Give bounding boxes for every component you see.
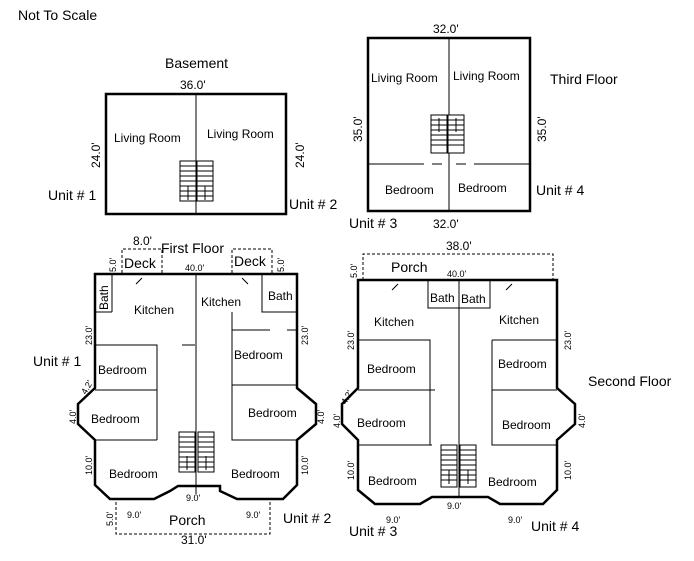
second-interior-walls <box>358 280 557 446</box>
basement-unit-right: Unit # 2 <box>289 196 337 212</box>
basement-depth-dim-left: 24.0' <box>89 142 103 168</box>
second-lower-dim-left: 10.0' <box>346 460 356 480</box>
basement-stairs <box>179 160 214 202</box>
second-bedroom-3: Bedroom <box>357 416 406 430</box>
second-side-dim-left: 23.0' <box>346 330 356 350</box>
first-bedroom-5: Bedroom <box>109 467 158 481</box>
first-lower-dim-right: 10.0' <box>300 455 310 475</box>
second-kitchen-left: Kitchen <box>374 315 414 329</box>
second-bottom-side-dim-left: 9.0' <box>386 515 401 525</box>
second-porch: Porch <box>391 259 428 275</box>
second-unit-left: Unit # 3 <box>349 523 397 539</box>
first-deck-width-dim: 8.0' <box>133 234 152 248</box>
first-floor-plan: 8.0' First Floor Deck Deck 5.0' 5.0' 40.… <box>33 234 331 547</box>
first-floor-outline <box>76 272 318 501</box>
first-porch-depth-dim: 5.0' <box>105 511 115 526</box>
first-deck-right: Deck <box>234 253 267 269</box>
third-width-dim-bottom: 32.0' <box>433 217 459 231</box>
basement-plan: Basement 36.0' Living Room Living Room 2… <box>48 55 337 216</box>
first-lower-dim-left: 10.0' <box>84 455 94 475</box>
second-bath-right: Bath <box>461 292 486 306</box>
second-floor-outline <box>340 278 577 506</box>
second-bedroom-6: Bedroom <box>488 475 537 489</box>
first-bedroom-3: Bedroom <box>91 412 140 426</box>
basement-width-dim: 36.0' <box>180 78 206 92</box>
third-room-right: Living Room <box>453 69 520 83</box>
second-width-dim: 40.0' <box>447 269 467 279</box>
third-stairs <box>430 114 465 154</box>
third-floor-plan: 32.0' Living Room Living Room Bedroom Be… <box>349 22 618 231</box>
first-deck-depth-dim-left: 5.0' <box>108 257 118 272</box>
third-depth-dim-right: 35.0' <box>535 116 549 142</box>
first-bay-dim-right: 4.0' <box>316 409 326 424</box>
first-porch-side-dim-left: 9.0' <box>127 510 142 520</box>
basement-room-left: Living Room <box>114 131 181 145</box>
basement-title: Basement <box>165 55 228 71</box>
second-lower-dim-right: 10.0' <box>563 460 573 480</box>
second-bay-dim-left: 4.0' <box>332 413 342 428</box>
second-kitchen-right: Kitchen <box>499 313 539 327</box>
first-entry-dim: 9.0' <box>186 493 201 503</box>
first-bay-angle-dim: 4.2' <box>79 378 95 396</box>
basement-depth-dim-right: 24.0' <box>293 142 307 168</box>
first-deck-depth-dim-right: 5.0' <box>276 257 286 272</box>
second-porch-outline <box>362 253 554 280</box>
second-porch-depth-dim: 5.0' <box>349 263 359 278</box>
first-porch: Porch <box>169 512 206 528</box>
first-porch-outline <box>115 502 271 535</box>
first-interior-walls <box>95 274 297 441</box>
first-stairs <box>178 431 215 473</box>
first-doors <box>111 274 249 312</box>
third-width-dim-top: 32.0' <box>433 22 459 36</box>
second-bottom-center-dim: 9.0' <box>447 501 462 511</box>
second-unit-right: Unit # 4 <box>531 518 579 534</box>
third-unit-right: Unit # 4 <box>536 182 584 198</box>
first-bedroom-2: Bedroom <box>234 348 283 362</box>
second-bedroom-1: Bedroom <box>367 362 416 376</box>
second-porch-width-dim: 38.0' <box>446 239 472 253</box>
first-bath-right: Bath <box>268 289 293 303</box>
third-bedroom-left: Bedroom <box>385 183 434 197</box>
first-kitchen-left: Kitchen <box>134 303 174 317</box>
first-kitchen-right: Kitchen <box>201 295 241 309</box>
first-deck-left: Deck <box>124 255 157 271</box>
second-bedroom-2: Bedroom <box>498 357 547 371</box>
first-floor-title: First Floor <box>161 240 224 256</box>
second-doors <box>391 283 513 291</box>
second-stairs <box>440 444 477 488</box>
second-bedroom-5: Bedroom <box>368 474 417 488</box>
first-bedroom-6: Bedroom <box>231 467 280 481</box>
first-bedroom-1: Bedroom <box>98 363 147 377</box>
first-bedroom-4: Bedroom <box>248 406 297 420</box>
first-unit-right: Unit # 2 <box>283 510 331 526</box>
first-porch-side-dim-right: 9.0' <box>246 510 261 520</box>
second-bath-left: Bath <box>430 291 455 305</box>
first-side-dim-right: 23.0' <box>300 325 310 345</box>
first-width-dim: 40.0' <box>185 263 205 273</box>
second-floor-title: Second Floor <box>588 373 672 389</box>
first-porch-width-dim: 31.0' <box>181 533 207 547</box>
first-deck-outlines <box>121 248 273 273</box>
second-side-dim-right: 23.0' <box>563 330 573 350</box>
first-bay-dim-left: 4.0' <box>68 409 78 424</box>
second-bottom-side-dim-right: 9.0' <box>508 515 523 525</box>
third-room-left: Living Room <box>371 71 438 85</box>
third-unit-left: Unit # 3 <box>349 215 397 231</box>
second-bay-angle-dim: 4.2' <box>339 388 355 406</box>
basement-unit-left: Unit # 1 <box>48 187 96 203</box>
basement-room-right: Living Room <box>207 127 274 141</box>
third-bedroom-right: Bedroom <box>458 181 507 195</box>
second-floor-plan: 38.0' 5.0' Porch 40.0' Bath Bath Kitchen… <box>332 239 672 539</box>
third-depth-dim-left: 35.0' <box>351 116 365 142</box>
first-side-dim-left: 23.0' <box>84 325 94 345</box>
third-floor-title: Third Floor <box>550 71 618 87</box>
second-bedroom-4: Bedroom <box>502 418 551 432</box>
first-unit-left: Unit # 1 <box>33 353 81 369</box>
first-bath-left: Bath <box>97 285 111 310</box>
scale-note: Not To Scale <box>18 7 97 23</box>
second-bay-dim-right: 4.0' <box>577 413 587 428</box>
